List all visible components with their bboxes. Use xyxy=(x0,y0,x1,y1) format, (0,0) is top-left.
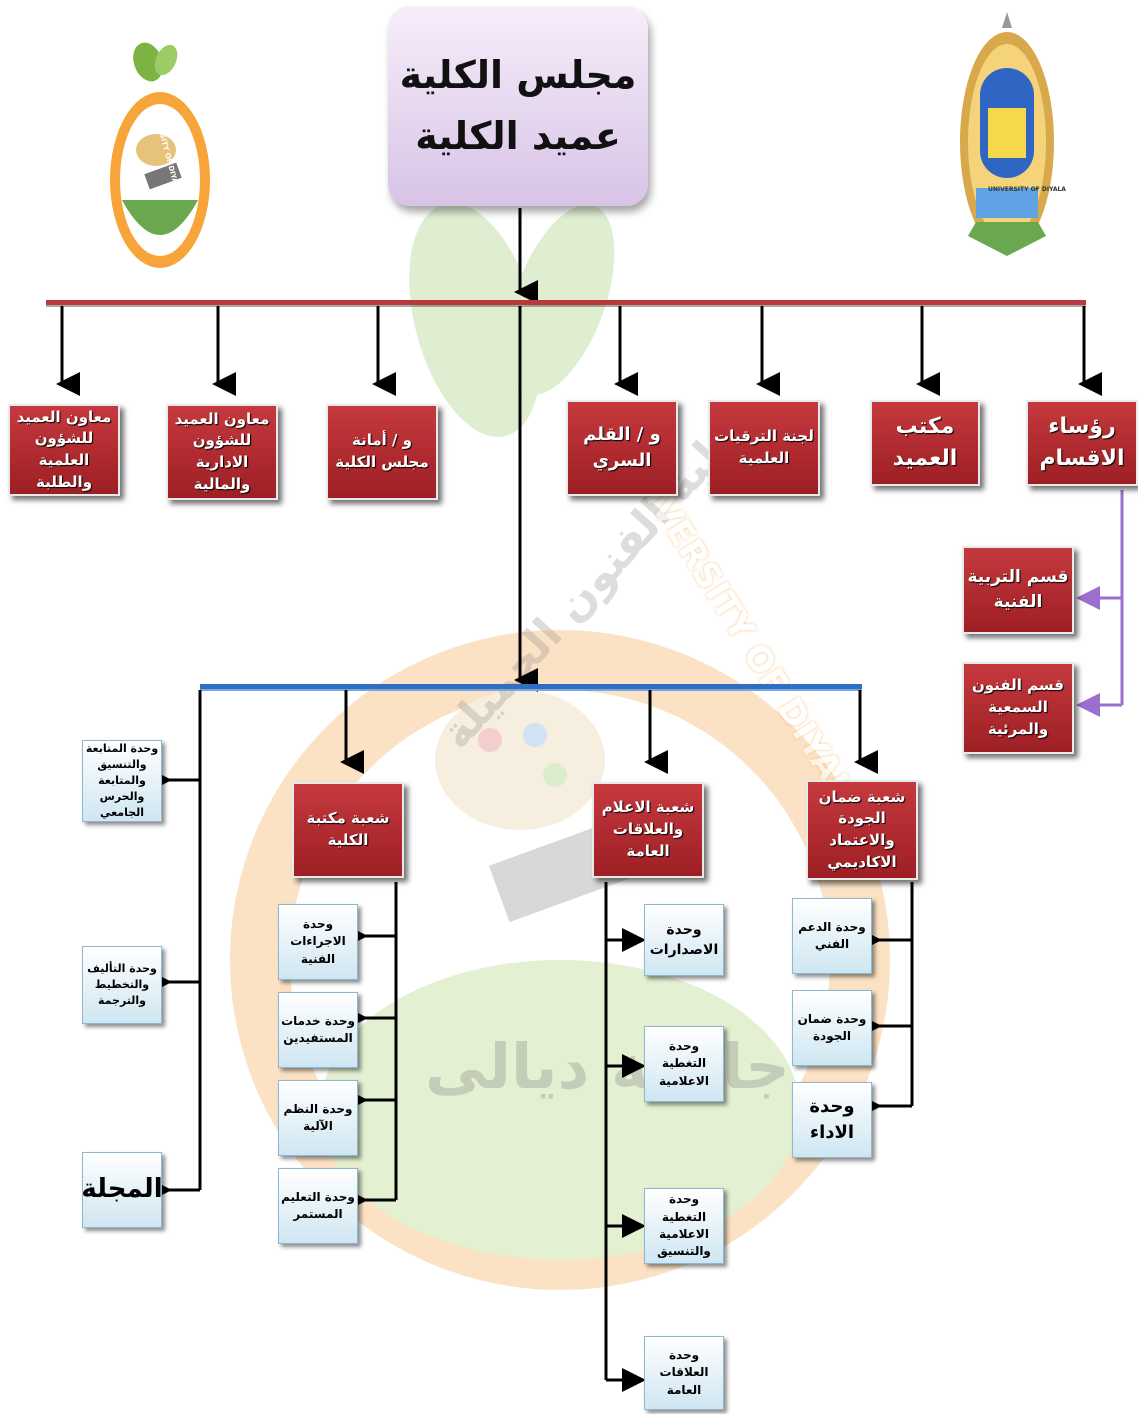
beneficiary-services-unit-box[interactable]: وحدة خدمات المستفيدين xyxy=(278,992,358,1068)
media-coverage-coordination-unit-box[interactable]: وحدة التغطية الاعلامية والتنسيق xyxy=(644,1188,724,1264)
college-council-dean-box[interactable]: مجلس الكلية عميد الكلية xyxy=(388,6,648,206)
art-education-dept-box[interactable]: قسم التربية الفنية xyxy=(962,546,1074,634)
technical-support-unit-box[interactable]: وحدة الدعم الفني xyxy=(792,898,872,974)
publications-unit-box[interactable]: وحدة الاصدارات xyxy=(644,904,724,976)
council-secretariat-box[interactable]: و / أمانة مجلس الكلية xyxy=(326,404,438,500)
continuing-education-unit-box[interactable]: وحدة التعليم المستمر xyxy=(278,1168,358,1244)
authoring-translation-unit-box[interactable]: وحدة التأليف والتخطيط والترجمة xyxy=(82,946,162,1024)
confidential-registry-box[interactable]: و / القلم السري xyxy=(566,400,678,496)
journal-box[interactable]: المجلة xyxy=(81,1152,163,1228)
technical-procedures-unit-box[interactable]: وحدة الاجراءات الفنية xyxy=(278,904,358,980)
dean-office-box[interactable]: مكتب العميد xyxy=(870,400,980,486)
faculty-logo-caption: جامعة ديالى xyxy=(131,186,191,197)
public-relations-unit-box[interactable]: وحدة العلاقات العامة xyxy=(644,1336,724,1410)
department-heads-box[interactable]: رؤساء الاقسام xyxy=(1026,400,1138,486)
university-logo xyxy=(960,12,1054,256)
performance-unit-box[interactable]: وحدة الاداء xyxy=(792,1082,872,1158)
library-division-box[interactable]: شعبة مكتبة الكلية xyxy=(292,782,404,878)
faculty-logo xyxy=(110,42,210,268)
follow-up-security-unit-box[interactable]: وحدة المتابعة والتنسيق والمتابعة والحرس … xyxy=(82,740,162,822)
scientific-affairs-assistant-box[interactable]: معاون العميد للشؤون العلمية والطلبة xyxy=(8,404,120,496)
university-logo-ring-text: UNIVERSITY OF DIYALA xyxy=(988,186,1066,193)
audio-visual-arts-dept-box[interactable]: قسم الفنون السمعية والمرئية xyxy=(962,662,1074,754)
quality-assurance-division-box[interactable]: شعبة ضمان الجودة والاعتماد الاكاديمي xyxy=(806,780,918,880)
quality-assurance-unit-box[interactable]: وحدة ضمان الجودة xyxy=(792,990,872,1066)
admin-finance-assistant-box[interactable]: معاون العميد للشؤون الادارية والمالية xyxy=(166,404,278,500)
college-council-label: مجلس الكلية xyxy=(399,53,637,98)
promotions-committee-box[interactable]: لجنة الترقيات العلمية xyxy=(708,400,820,496)
automated-systems-unit-box[interactable]: وحدة النظم الآلية xyxy=(278,1080,358,1156)
media-coverage-unit-box[interactable]: وحدة التغطية الاعلامية xyxy=(644,1026,724,1102)
college-dean-label: عميد الكلية xyxy=(415,114,621,158)
media-relations-division-box[interactable]: شعبة الاعلام والعلاقات العامة xyxy=(592,782,704,878)
